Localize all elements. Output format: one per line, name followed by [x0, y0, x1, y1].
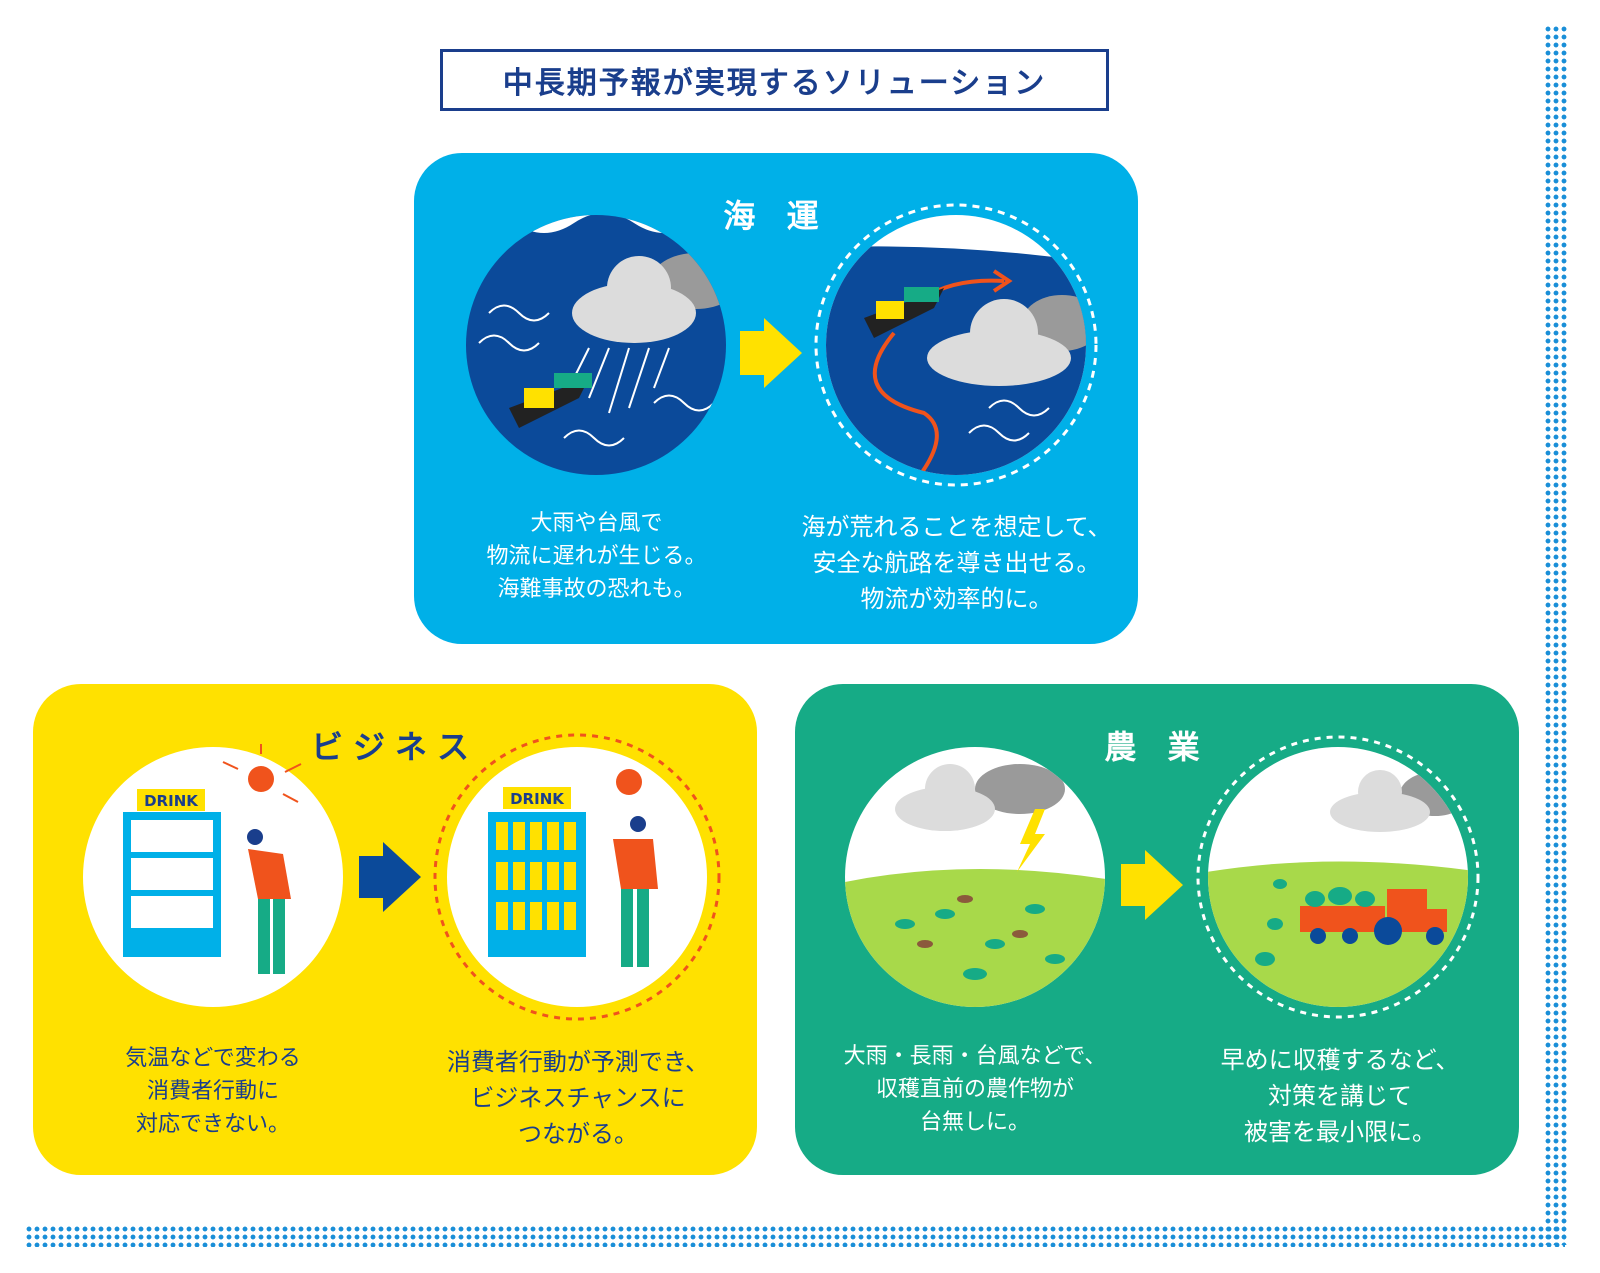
dotted-border-right — [1544, 25, 1568, 1245]
dashed-ring — [433, 733, 721, 1021]
svg-text:DRINK: DRINK — [144, 792, 199, 810]
business-before-caption: 気温などで変わる消費者行動に対応できない。 — [125, 1046, 301, 1137]
shipping-before-caption: 大雨や台風で物流に遅れが生じる。海難事故の恐れも。 — [486, 511, 707, 602]
panel-business: ビジネス DRINK DRINK 気温などで変わる消費者行動に対応できない。 — [33, 684, 757, 1175]
panel-shipping: 海 運 — [414, 153, 1138, 644]
arrow-right-icon — [1121, 850, 1183, 920]
panel-title: 農 業 — [1104, 728, 1210, 766]
dotted-border-bottom — [25, 1225, 1565, 1247]
arrow-right-icon — [740, 318, 802, 388]
harvest-tractor-icon — [1208, 747, 1468, 1007]
svg-text:DRINK: DRINK — [510, 790, 565, 808]
agriculture-illustration — [845, 735, 1480, 1019]
dashed-ring — [1196, 735, 1480, 1019]
panel-agriculture: 農 業 大雨・長雨・台風などで、収穫直前の農 — [795, 684, 1519, 1175]
page-title: 中長期予報が実現するソリューション — [440, 49, 1109, 111]
business-illustration: DRINK DRINK — [83, 733, 721, 1021]
business-after-caption: 消費者行動が予測でき、ビジネスチャンスにつながる。 — [446, 1048, 710, 1148]
dashed-ring — [814, 203, 1098, 487]
calm-sea-icon — [826, 215, 1086, 475]
panel-title: 海 運 — [723, 197, 829, 235]
stormy-sea-icon — [466, 215, 726, 475]
panel-title: ビジネス — [310, 728, 479, 766]
arrow-right-icon — [359, 842, 421, 912]
shipping-illustration — [466, 203, 1098, 487]
damaged-crops-icon — [845, 747, 1105, 1007]
shipping-after-caption: 海が荒れることを想定して、安全な航路を導き出せる。物流が効率的に。 — [801, 513, 1112, 613]
agriculture-after-caption: 早めに収穫するなど、対策を講じて被害を最小限に。 — [1220, 1046, 1460, 1146]
agriculture-before-caption: 大雨・長雨・台風などで、収穫直前の農作物が台無しに。 — [843, 1044, 1107, 1135]
